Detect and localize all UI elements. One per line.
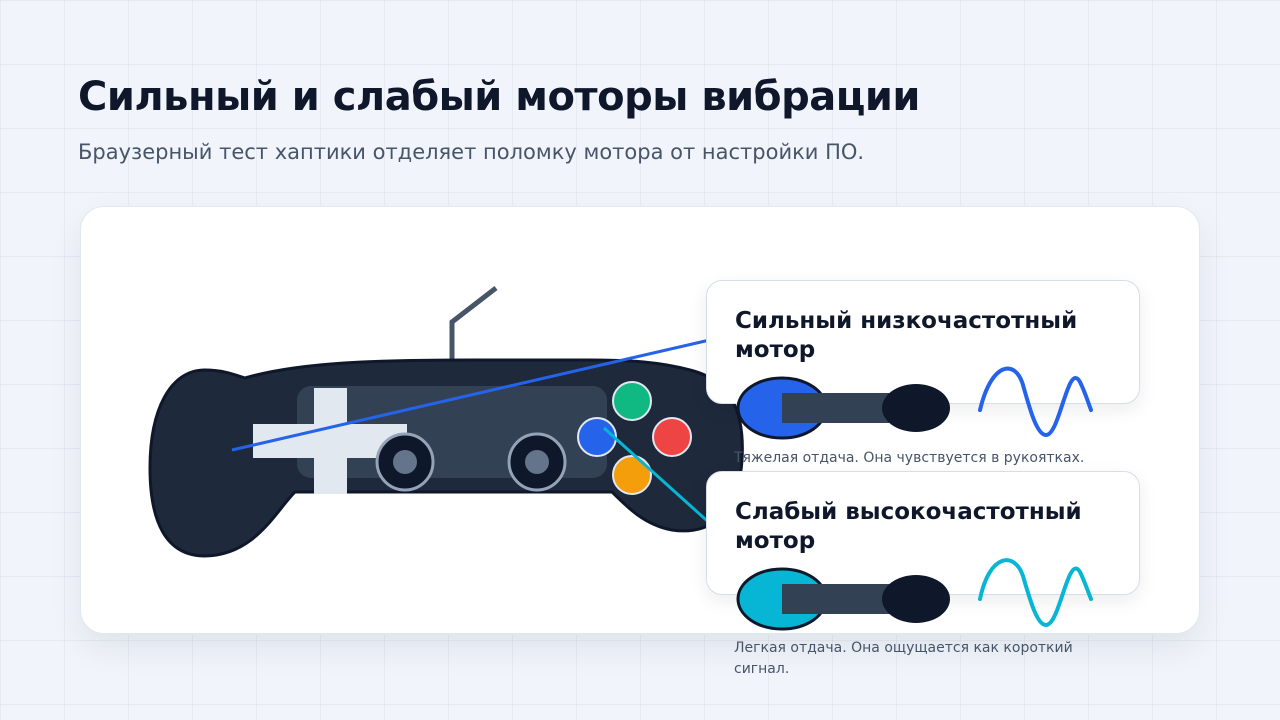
face-button-blue <box>577 417 617 457</box>
page-subtitle: Браузерный тест хаптики отделяет поломку… <box>78 140 865 164</box>
dpad <box>253 388 407 494</box>
motor-card-weak: Слабый высокочастотный мотор <box>706 471 1140 595</box>
motor-card-title: Слабый высокочастотный мотор <box>735 499 1082 554</box>
face-button-orange <box>612 455 652 495</box>
motor-caption-strong: Тяжелая отдача. Она чувствуется в рукоят… <box>734 450 1085 466</box>
face-button-red <box>652 417 692 457</box>
motor-card-title: Сильный низкочастотный мотор <box>735 308 1078 363</box>
connector-line-weak-motor <box>602 426 716 529</box>
controller-cable <box>449 286 498 360</box>
motor-caption-weak: Легкая отдача. Она ощущается как коротки… <box>734 640 1073 677</box>
right-thumbstick <box>507 432 567 492</box>
page-title: Сильный и слабый моторы вибрации <box>78 74 920 120</box>
left-thumbstick <box>375 432 435 492</box>
gamepad-controller <box>148 286 744 558</box>
connector-line-strong-motor <box>231 337 715 452</box>
motor-card-strong: Сильный низкочастотный мотор <box>706 280 1140 404</box>
face-button-green <box>612 381 652 421</box>
